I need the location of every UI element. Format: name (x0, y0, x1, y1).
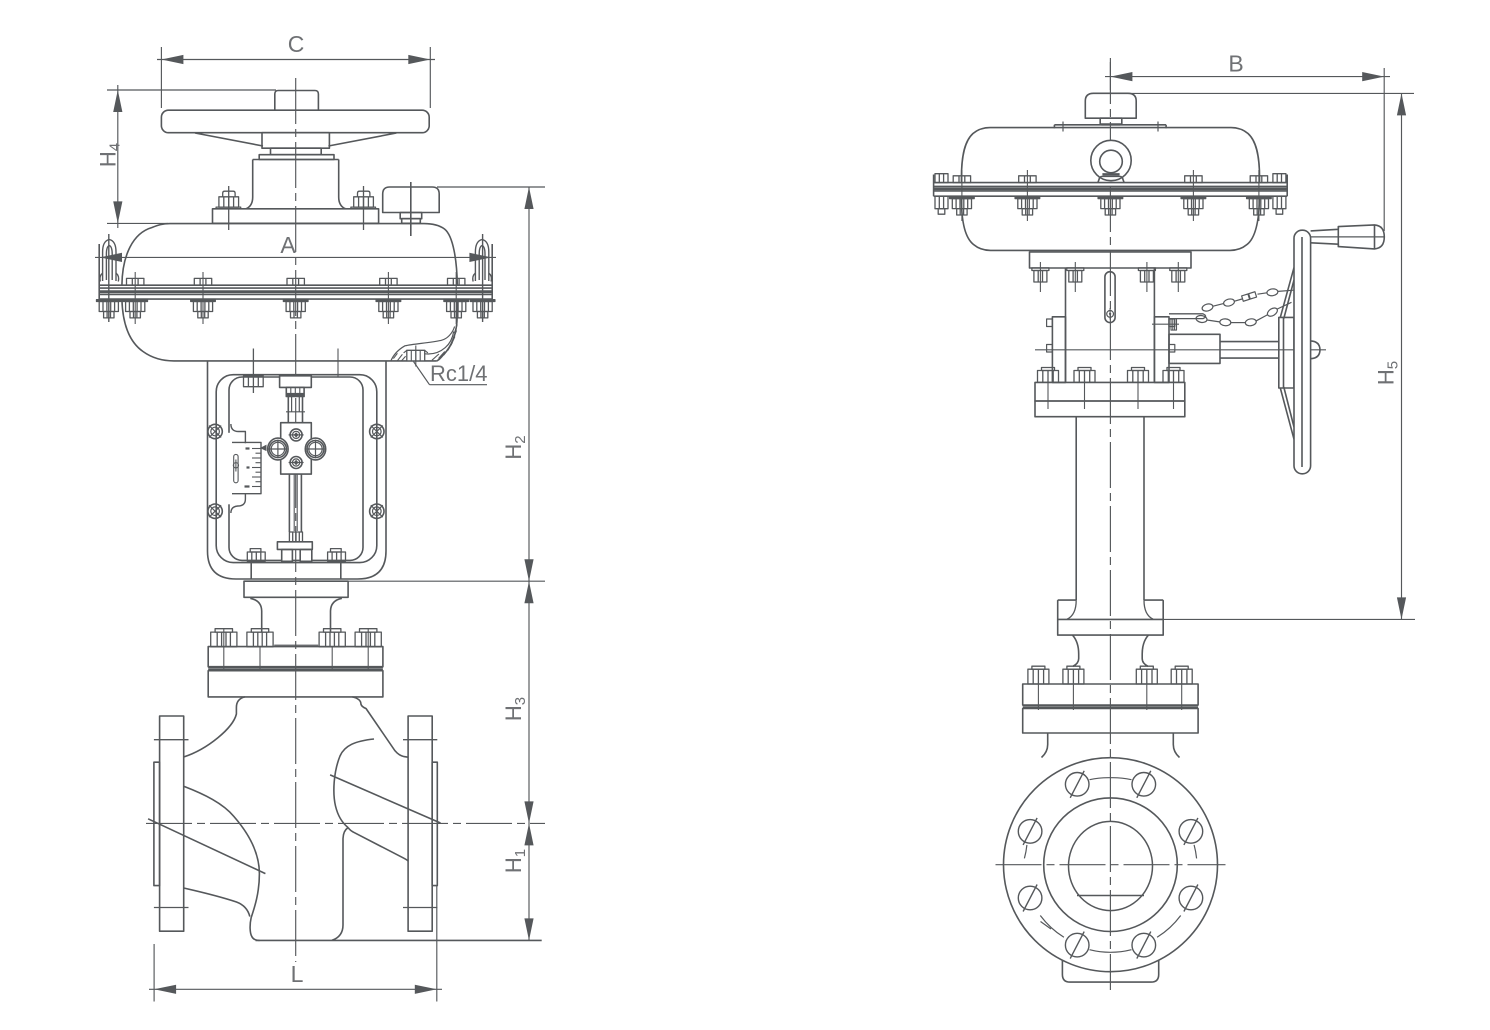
svg-text:H2: H2 (501, 435, 529, 459)
svg-text:B: B (1228, 51, 1243, 77)
svg-text:H3: H3 (501, 697, 529, 721)
svg-text:H4: H4 (96, 143, 124, 167)
svg-text:H1: H1 (501, 849, 529, 873)
svg-text:A: A (280, 232, 296, 258)
svg-text:L: L (291, 961, 304, 987)
svg-text:Rc1/4: Rc1/4 (430, 361, 487, 386)
svg-text:C: C (288, 31, 305, 57)
svg-text:H5: H5 (1374, 361, 1402, 385)
